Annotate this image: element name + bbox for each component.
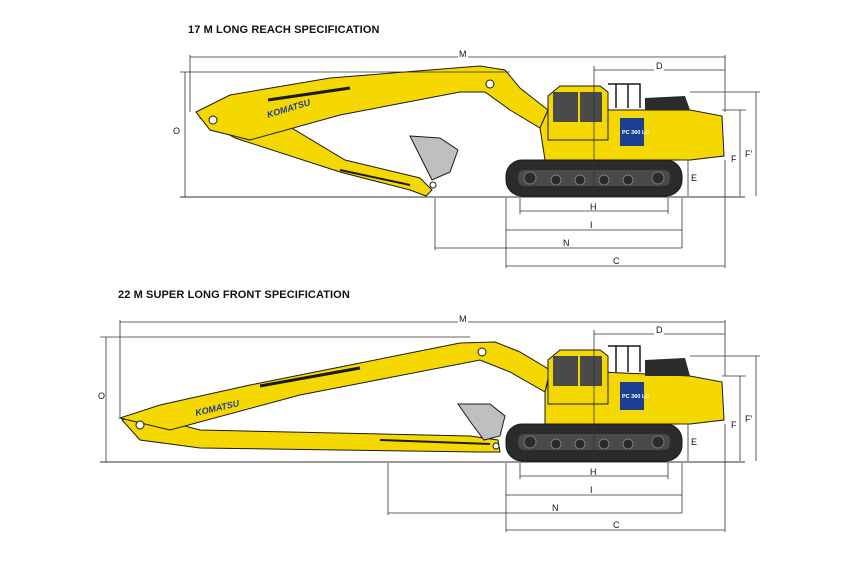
dimension-labels-super-long-front: M D O E F F’ H I N C (98, 313, 753, 530)
dim-label-I: I (590, 485, 593, 495)
boom (195, 65, 549, 141)
dim-label-E: E (691, 437, 697, 447)
dim-label-E: E (691, 173, 697, 183)
arm-cylinder (339, 169, 411, 186)
pivot-pin (477, 347, 487, 357)
dim-label-C: C (613, 256, 620, 266)
engine-hood (645, 96, 690, 110)
arm-cylinder (379, 439, 491, 445)
diagram-title-long-reach: 17 M LONG REACH SPECIFICATION (188, 24, 380, 36)
dim-label-F: F (731, 420, 737, 430)
pivot-pin (208, 115, 218, 125)
boom-cylinder (259, 366, 361, 388)
dim-label-H: H (590, 202, 597, 212)
cab-window (553, 92, 578, 122)
model-badge-text: PC 360 LC (622, 130, 649, 136)
excavator-long-reach-drawing: KOMATSU PC 360 LC (180, 65, 745, 198)
engine-hood (645, 358, 690, 376)
model-badge-text: PC 360 LC (622, 394, 649, 400)
excavator-super-long-front-drawing: KOMATSU PC 360 LC (100, 341, 745, 463)
cab-window (580, 356, 602, 386)
dim-label-N: N (552, 503, 559, 513)
boom-cylinder (267, 86, 351, 102)
dim-label-F-prime: F’ (745, 414, 753, 424)
track-rollers (523, 435, 665, 450)
dim-label-M: M (459, 314, 467, 324)
track-rollers (523, 171, 665, 186)
bucket (409, 135, 459, 181)
diagram-title-super-long-front: 22 M SUPER LONG FRONT SPECIFICATION (118, 289, 350, 301)
dim-label-C: C (613, 520, 620, 530)
pivot-pin (429, 181, 437, 189)
pivot-pin (135, 420, 145, 430)
dim-label-D: D (656, 61, 663, 71)
dim-label-M: M (459, 49, 467, 59)
dim-label-F: F (731, 154, 737, 164)
bucket (457, 403, 506, 441)
model-badge (620, 118, 644, 146)
dim-label-H: H (590, 467, 597, 477)
handrail (608, 345, 641, 372)
cab-window (553, 356, 578, 386)
handrail (608, 83, 641, 108)
dimension-lines-super-long-front (100, 320, 760, 532)
dimension-lines-long-reach (180, 55, 760, 268)
dim-label-O: O (98, 391, 105, 401)
pivot-pin (485, 79, 495, 89)
dimension-labels-long-reach: M D O E F F’ H I N C (173, 48, 753, 266)
model-badge (620, 382, 644, 410)
dim-label-F-prime: F’ (745, 149, 753, 159)
cab-window (580, 92, 602, 122)
dim-label-O: O (173, 126, 180, 136)
dim-label-D: D (656, 325, 663, 335)
dim-label-N: N (563, 238, 570, 248)
pivot-pin (492, 442, 500, 450)
dim-label-I: I (590, 220, 593, 230)
